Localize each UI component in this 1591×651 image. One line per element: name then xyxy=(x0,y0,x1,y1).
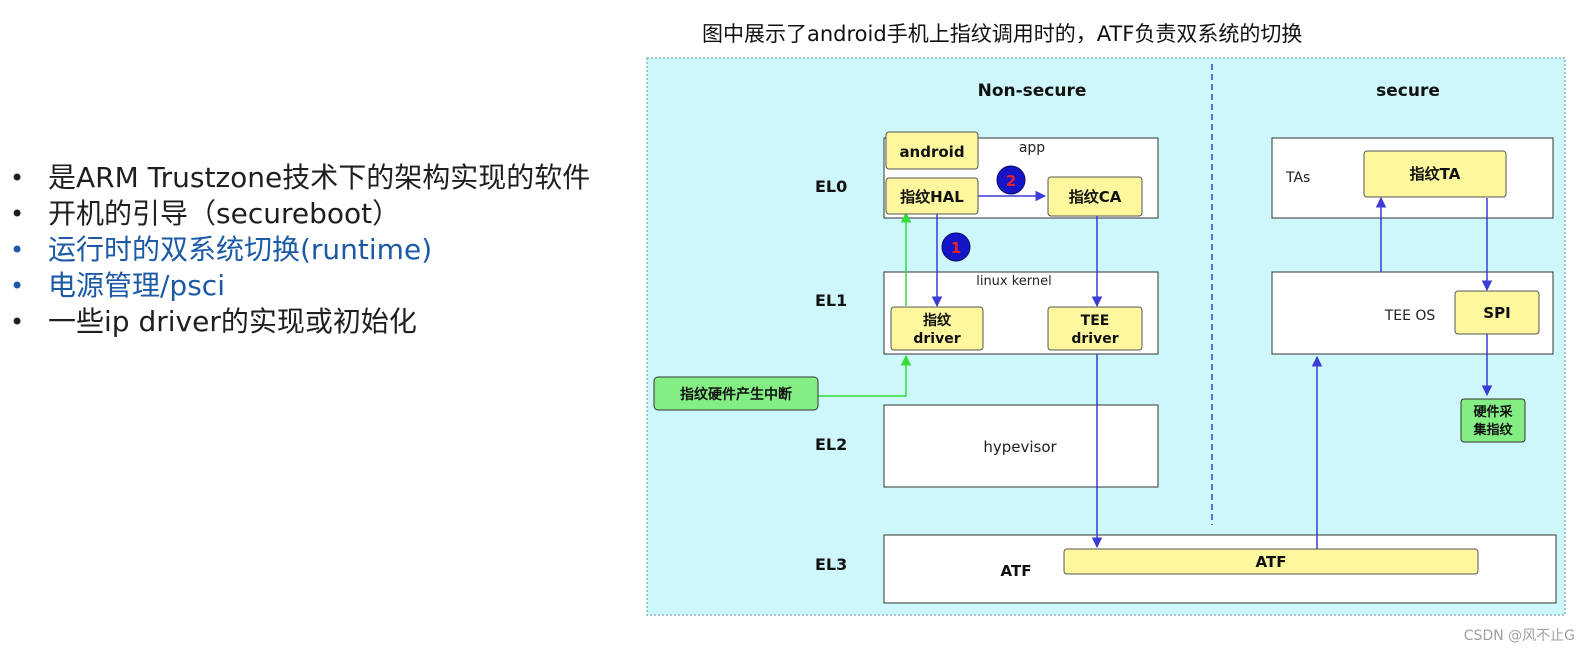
non-secure-label: Non-secure xyxy=(978,81,1087,101)
fp-ca-node-label: 指纹CA xyxy=(1069,188,1122,206)
fp-interrupt-node-label: 指纹硬件产生中断 xyxy=(680,386,792,403)
app-label: app xyxy=(1019,140,1045,156)
step-2-label: 2 xyxy=(1006,172,1016,190)
atf-node xyxy=(1063,548,1479,575)
bullet-item: 是ARM Trustzone技术下的架构实现的软件 xyxy=(10,160,630,196)
arrow-interrupt-to-hal xyxy=(818,354,912,397)
fp-hal-node xyxy=(885,177,979,215)
bullet-item: 一些ip driver的实现或初始化 xyxy=(10,304,630,340)
watermark: CSDN @风不止G xyxy=(1463,628,1575,644)
tee-os-label: TEE OS xyxy=(1384,308,1436,324)
linux-kernel-label: linux kernel xyxy=(976,274,1052,289)
fp-ca-node xyxy=(1047,176,1143,217)
fp-interrupt-node xyxy=(653,376,819,411)
hw-capture-node-label-2: 集指纹 xyxy=(1472,422,1513,438)
el1-label: EL1 xyxy=(815,291,847,310)
tee-driver-node xyxy=(1047,306,1143,351)
diagram-caption: 图中展示了android手机上指纹调用时的，ATF负责双系统的切换 xyxy=(702,22,1303,46)
tee-driver-node-label-2: driver xyxy=(1071,331,1118,347)
android-node-label: android xyxy=(899,143,964,161)
hypervisor-label: hypevisor xyxy=(983,438,1057,456)
bullet-item: 开机的引导（secureboot） xyxy=(10,196,630,232)
hw-capture-node-label-1: 硬件采 xyxy=(1473,404,1513,420)
tas-label: TAs xyxy=(1285,170,1310,186)
android-node xyxy=(885,131,979,170)
spi-node-label: SPI xyxy=(1483,304,1510,322)
atf-node-label: ATF xyxy=(1256,553,1287,571)
el3-label: EL3 xyxy=(815,555,847,574)
fp-driver-node-label-2: driver xyxy=(913,331,960,347)
bullet-item: 运行时的双系统切换(runtime) xyxy=(10,232,630,268)
step-1-label: 1 xyxy=(951,239,961,257)
fp-driver-node-label-1: 指纹 xyxy=(923,312,952,329)
step-1-badge xyxy=(941,232,971,262)
el0-label: EL0 xyxy=(815,177,847,196)
fp-hal-node-label: 指纹HAL xyxy=(900,188,964,206)
atf-layer-label: ATF xyxy=(1001,562,1032,580)
fp-ta-node-label: 指纹TA xyxy=(1410,165,1461,183)
tee-driver-node-label-1: TEE xyxy=(1081,313,1110,329)
el2-label: EL2 xyxy=(815,435,847,454)
hw-capture-node xyxy=(1460,398,1526,443)
spi-node xyxy=(1454,290,1540,335)
secure-label: secure xyxy=(1376,81,1440,101)
bullet-item: 电源管理/psci xyxy=(10,268,630,304)
fp-driver-node xyxy=(890,306,984,351)
hypervisor-container xyxy=(883,404,1159,488)
fp-ta-node xyxy=(1363,150,1507,198)
step-2-badge xyxy=(996,165,1026,195)
feature-bullet-list: 是ARM Trustzone技术下的架构实现的软件 开机的引导（securebo… xyxy=(10,160,630,340)
